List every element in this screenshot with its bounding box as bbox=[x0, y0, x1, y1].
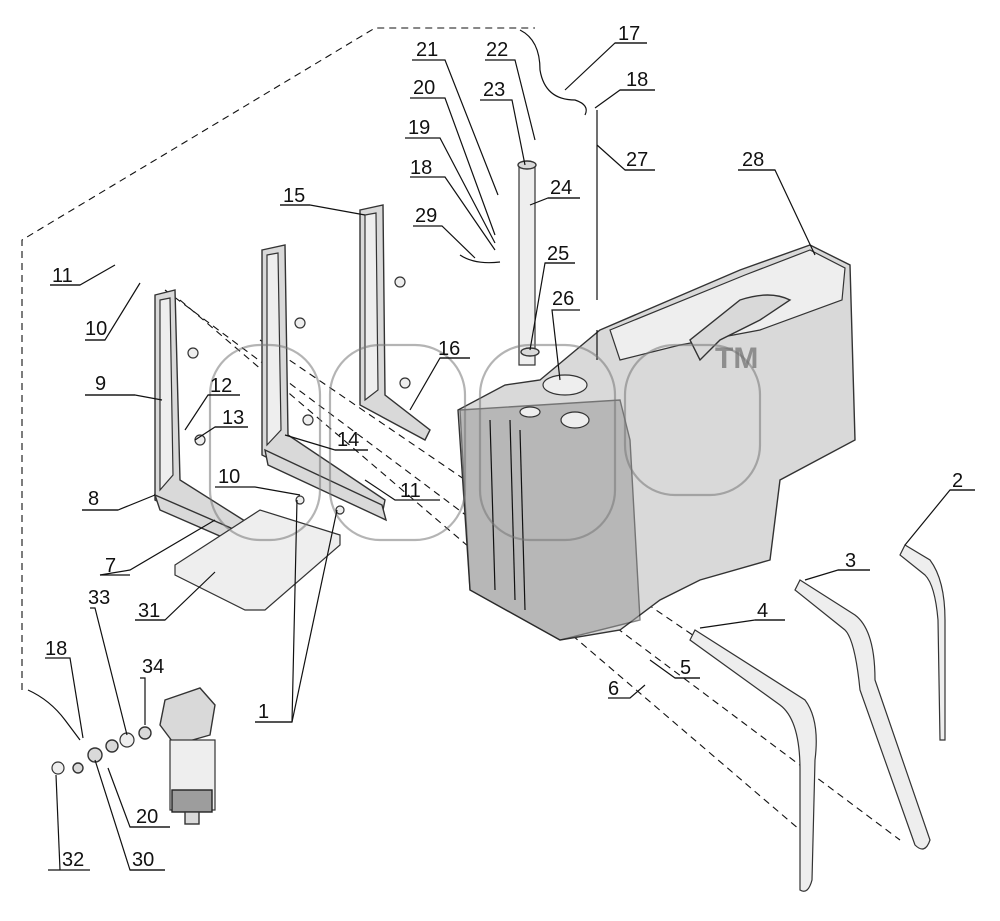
filter-inlet-hose bbox=[27, 689, 81, 741]
return-hose bbox=[459, 254, 501, 264]
callout-4: 4 bbox=[757, 600, 768, 622]
callout-labels: 1 2 3 4 5 6 7 8 9 10 10 11 11 12 13 14 1… bbox=[45, 23, 963, 871]
callout-10-top: 10 bbox=[85, 318, 107, 340]
callout-5: 5 bbox=[680, 657, 691, 679]
callout-17: 17 bbox=[618, 23, 640, 45]
callout-3: 3 bbox=[845, 550, 856, 572]
bracket-middle bbox=[261, 244, 388, 522]
callout-20-top: 20 bbox=[413, 77, 435, 99]
callout-26: 26 bbox=[552, 288, 574, 310]
callout-29: 29 bbox=[415, 205, 437, 227]
callout-30: 30 bbox=[132, 849, 154, 871]
callout-19: 19 bbox=[408, 117, 430, 139]
callout-7: 7 bbox=[105, 555, 116, 577]
callout-31: 31 bbox=[138, 600, 160, 622]
callout-12: 12 bbox=[210, 375, 232, 397]
callout-14: 14 bbox=[337, 429, 359, 451]
callout-18-top: 18 bbox=[626, 69, 648, 91]
fuel-filter bbox=[27, 687, 216, 825]
callout-13: 13 bbox=[222, 407, 244, 429]
callout-20-bottom: 20 bbox=[136, 806, 158, 828]
tray-plate bbox=[174, 509, 341, 611]
watermark-trademark: TM bbox=[715, 342, 758, 375]
callout-16: 16 bbox=[438, 338, 460, 360]
callout-34: 34 bbox=[142, 656, 164, 678]
callout-25: 25 bbox=[547, 243, 569, 265]
callout-2: 2 bbox=[952, 470, 963, 492]
callout-24: 24 bbox=[550, 177, 572, 199]
callout-32: 32 bbox=[62, 849, 84, 871]
callout-22: 22 bbox=[486, 39, 508, 61]
callout-6: 6 bbox=[608, 678, 619, 700]
watermark-logo: TM bbox=[208, 342, 762, 542]
fuel-tank bbox=[457, 244, 856, 641]
callout-23: 23 bbox=[483, 79, 505, 101]
fuel-hose bbox=[519, 29, 587, 116]
callout-27: 27 bbox=[626, 149, 648, 171]
callout-1: 1 bbox=[258, 701, 269, 723]
callout-18-middle: 18 bbox=[410, 157, 432, 179]
callout-10-middle: 10 bbox=[218, 466, 240, 488]
tank-straps bbox=[689, 544, 946, 892]
callout-8: 8 bbox=[88, 488, 99, 510]
bracket-bolts bbox=[187, 276, 411, 515]
vertical-pipes bbox=[517, 110, 598, 366]
callout-18-bottom: 18 bbox=[45, 638, 67, 660]
callout-28: 28 bbox=[742, 149, 764, 171]
callout-21: 21 bbox=[416, 39, 438, 61]
callout-underlines bbox=[48, 42, 975, 871]
bracket-right bbox=[359, 204, 431, 441]
callout-33: 33 bbox=[88, 587, 110, 609]
callout-11-lower: 11 bbox=[400, 480, 421, 502]
callout-9: 9 bbox=[95, 373, 106, 395]
callout-15: 15 bbox=[283, 185, 305, 207]
callout-11-top: 11 bbox=[52, 265, 73, 287]
